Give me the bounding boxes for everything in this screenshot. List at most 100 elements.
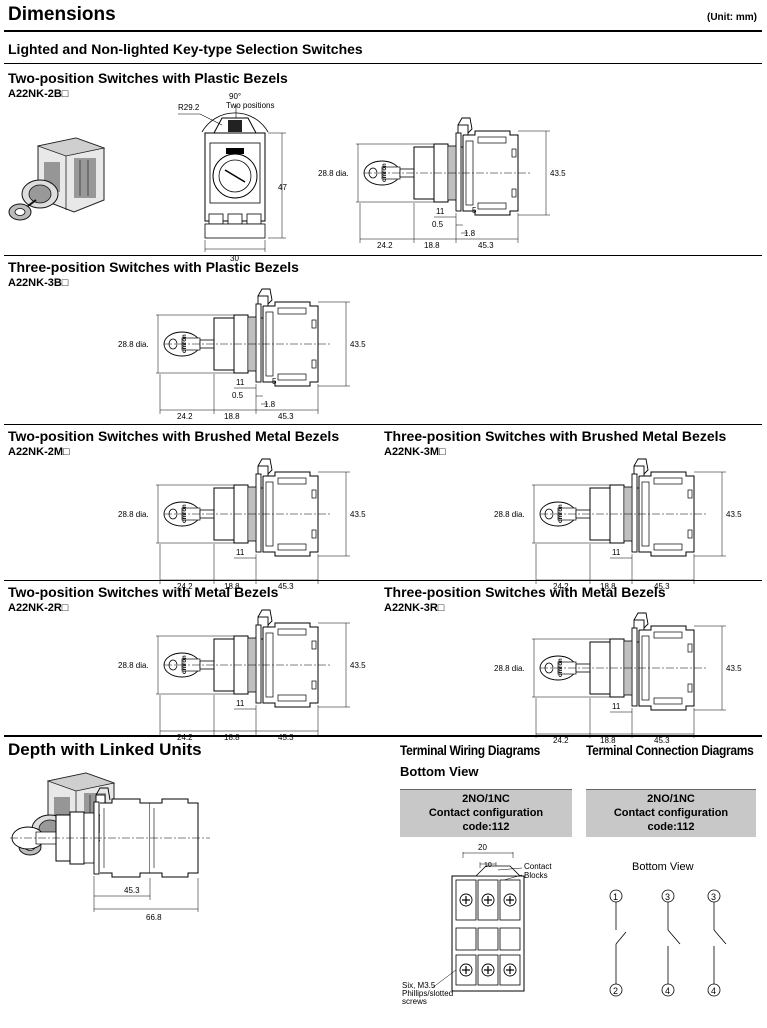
wiring-config-line1: 2NO/1NC xyxy=(462,793,510,805)
dim-18-1: 1.8 xyxy=(264,400,276,409)
key-brand-label: omron xyxy=(182,655,188,674)
dim-height-0: 43.5 xyxy=(550,169,566,178)
key-brand-label: omron xyxy=(182,334,188,353)
dim-dia-4: 28.8 dia. xyxy=(118,661,149,670)
key-brand-label: omron xyxy=(382,163,388,182)
section-title-3b: Three-position Switches with Plastic Bez… xyxy=(8,259,299,275)
dim-11-4: 11 xyxy=(236,699,245,708)
subtitle: Lighted and Non-lighted Key-type Selecti… xyxy=(8,41,363,57)
dim-a-1: 24.2 xyxy=(177,412,193,421)
dim-a-3: 24.2 xyxy=(553,582,569,591)
section-title-3m: Three-position Switches with Brushed Met… xyxy=(384,428,727,444)
dim-dia-3: 28.8 dia. xyxy=(494,510,525,519)
screws-label-2: Phillips/slotted xyxy=(402,989,453,998)
connection-config-line2: Contact configuration xyxy=(613,807,729,819)
dim-a-4: 24.2 xyxy=(177,733,193,742)
model-2m: A22NK-2M□ xyxy=(8,446,70,458)
screws-label-3: screws xyxy=(402,997,427,1006)
dim-height-1: 43.5 xyxy=(350,340,366,349)
dim-angle: 90° xyxy=(229,92,241,101)
wiring-dim-10: 10 xyxy=(484,862,492,869)
contact-blocks-label-1: Contact xyxy=(524,862,552,871)
dim-11-3: 11 xyxy=(612,548,621,557)
connection-title: Terminal Connection Diagrams xyxy=(586,742,754,758)
terminal-3a: 3 xyxy=(665,892,670,902)
dim-b-5: 18.8 xyxy=(600,736,616,745)
dim-c-1: 45.3 xyxy=(278,412,294,421)
dim-a-5: 24.2 xyxy=(553,736,569,745)
dim-b-3: 18.8 xyxy=(600,582,616,591)
model-3m: A22NK-3M□ xyxy=(384,446,446,458)
depth-title: Depth with Linked Units xyxy=(8,740,202,759)
dim-dia-1: 28.8 dia. xyxy=(118,340,149,349)
dim-18-0: 1.8 xyxy=(464,229,476,238)
dim-dia-2: 28.8 dia. xyxy=(118,510,149,519)
dim-c-4: 45.3 xyxy=(278,733,294,742)
contact-blocks-label-2: Blocks xyxy=(524,871,548,880)
key-brand-label: omron xyxy=(182,504,188,523)
dim-width-30: 30 xyxy=(230,254,239,263)
terminal-4a: 4 xyxy=(665,986,670,996)
dim-height-2: 43.5 xyxy=(350,510,366,519)
connection-config-line1: 2NO/1NC xyxy=(647,793,695,805)
connection-diagram xyxy=(609,889,727,997)
model-3b: A22NK-3B□ xyxy=(8,277,69,289)
connection-bottom-view: Bottom View xyxy=(632,861,694,873)
dim-c-0: 45.3 xyxy=(478,241,494,250)
dim-11-2: 11 xyxy=(236,548,245,557)
unit-label: (Unit: mm) xyxy=(707,12,757,23)
key-brand-label: omron xyxy=(558,658,564,677)
dim-height-4: 43.5 xyxy=(350,661,366,670)
dim-height-5: 43.5 xyxy=(726,664,742,673)
dim-11-5: 11 xyxy=(612,702,621,711)
terminal-4b: 4 xyxy=(711,986,716,996)
dim-angle-note: Two positions xyxy=(226,101,274,110)
key-brand-label: omron xyxy=(558,504,564,523)
dim-c-3: 45.3 xyxy=(654,582,670,591)
wiring-config-box: 2NO/1NC Contact configuration code:112 xyxy=(400,789,572,837)
dim-b-0: 18.8 xyxy=(424,241,440,250)
dim-05-1: 0.5 xyxy=(232,391,244,400)
wiring-subtitle: Bottom View xyxy=(400,764,479,779)
dim-5-1: 5 xyxy=(272,377,277,386)
front-view-2b xyxy=(178,105,286,252)
wiring-config-line2: Contact configuration xyxy=(428,807,544,819)
section-rule xyxy=(4,580,762,581)
dim-height-3: 43.5 xyxy=(726,510,742,519)
title-rule xyxy=(4,30,762,32)
subtitle-rule xyxy=(4,63,762,64)
dim-a-0: 24.2 xyxy=(377,241,393,250)
terminal-2: 2 xyxy=(613,986,618,996)
depth-rule xyxy=(4,735,762,737)
dim-dia-0: 28.8 dia. xyxy=(318,169,349,178)
section-title-2b: Two-position Switches with Plastic Bezel… xyxy=(8,70,288,86)
dim-b-4: 18.8 xyxy=(224,733,240,742)
section-title-3r: Three-position Switches with Metal Bezel… xyxy=(384,584,666,600)
section-title-2r: Two-position Switches with Metal Bezels xyxy=(8,584,279,600)
dim-5-0: 5 xyxy=(472,206,477,215)
dim-c-2: 45.3 xyxy=(278,582,294,591)
dim-11-0: 11 xyxy=(436,207,445,216)
depth-dim-45: 45.3 xyxy=(124,886,140,895)
page-title: Dimensions xyxy=(8,4,116,25)
terminal-1: 1 xyxy=(613,892,618,902)
section-rule xyxy=(4,255,762,256)
dim-b-2: 18.8 xyxy=(224,582,240,591)
section-title-2m: Two-position Switches with Brushed Metal… xyxy=(8,428,340,444)
product-photo-2b xyxy=(8,137,105,221)
dim-height-47: 47 xyxy=(278,183,287,192)
depth-side-view xyxy=(10,787,210,912)
section-rule xyxy=(4,424,762,425)
model-3r: A22NK-3R□ xyxy=(384,602,445,614)
dim-dia-5: 28.8 dia. xyxy=(494,664,525,673)
wiring-diagram xyxy=(431,852,525,992)
dim-b-1: 18.8 xyxy=(224,412,240,421)
wiring-dim-20: 20 xyxy=(478,843,487,852)
connection-config-line3: code:112 xyxy=(647,821,695,833)
terminal-3b: 3 xyxy=(711,892,716,902)
model-2r: A22NK-2R□ xyxy=(8,602,69,614)
dim-a-2: 24.2 xyxy=(177,582,193,591)
model-2b: A22NK-2B□ xyxy=(8,88,69,100)
wiring-config-line3: code:112 xyxy=(462,821,510,833)
screws-label-1: Six, M3.5 xyxy=(402,981,436,990)
